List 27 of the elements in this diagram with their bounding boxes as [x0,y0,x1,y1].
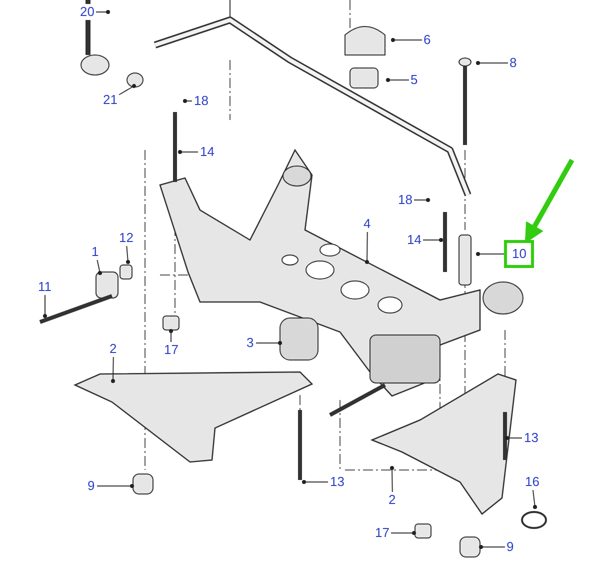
leader-line [479,545,506,549]
leader-line [532,490,537,509]
leader-line [386,78,410,82]
leader-line [422,238,443,242]
leader-line [414,198,430,202]
leader-line [96,484,134,488]
leader-line [126,246,130,264]
leader-line [476,61,508,65]
leader-line [183,99,192,103]
highlighted-callout-number: 10 [504,240,534,268]
callout-number: 20 [78,4,96,20]
leader-line [96,10,110,14]
leader-line [96,260,102,275]
leader-line [111,356,115,383]
leader-line [178,150,198,154]
leader-line [391,38,422,42]
leader-line [390,466,394,492]
leader-line [390,531,416,535]
leader-line [256,341,282,345]
leader-line [365,232,369,264]
leader-line [302,480,328,484]
callout-number: 1 [90,244,101,260]
leader-line [118,84,136,96]
leader-line [505,436,522,440]
leader-line [169,329,173,342]
leader-line [43,294,47,318]
leader-line [476,252,504,256]
